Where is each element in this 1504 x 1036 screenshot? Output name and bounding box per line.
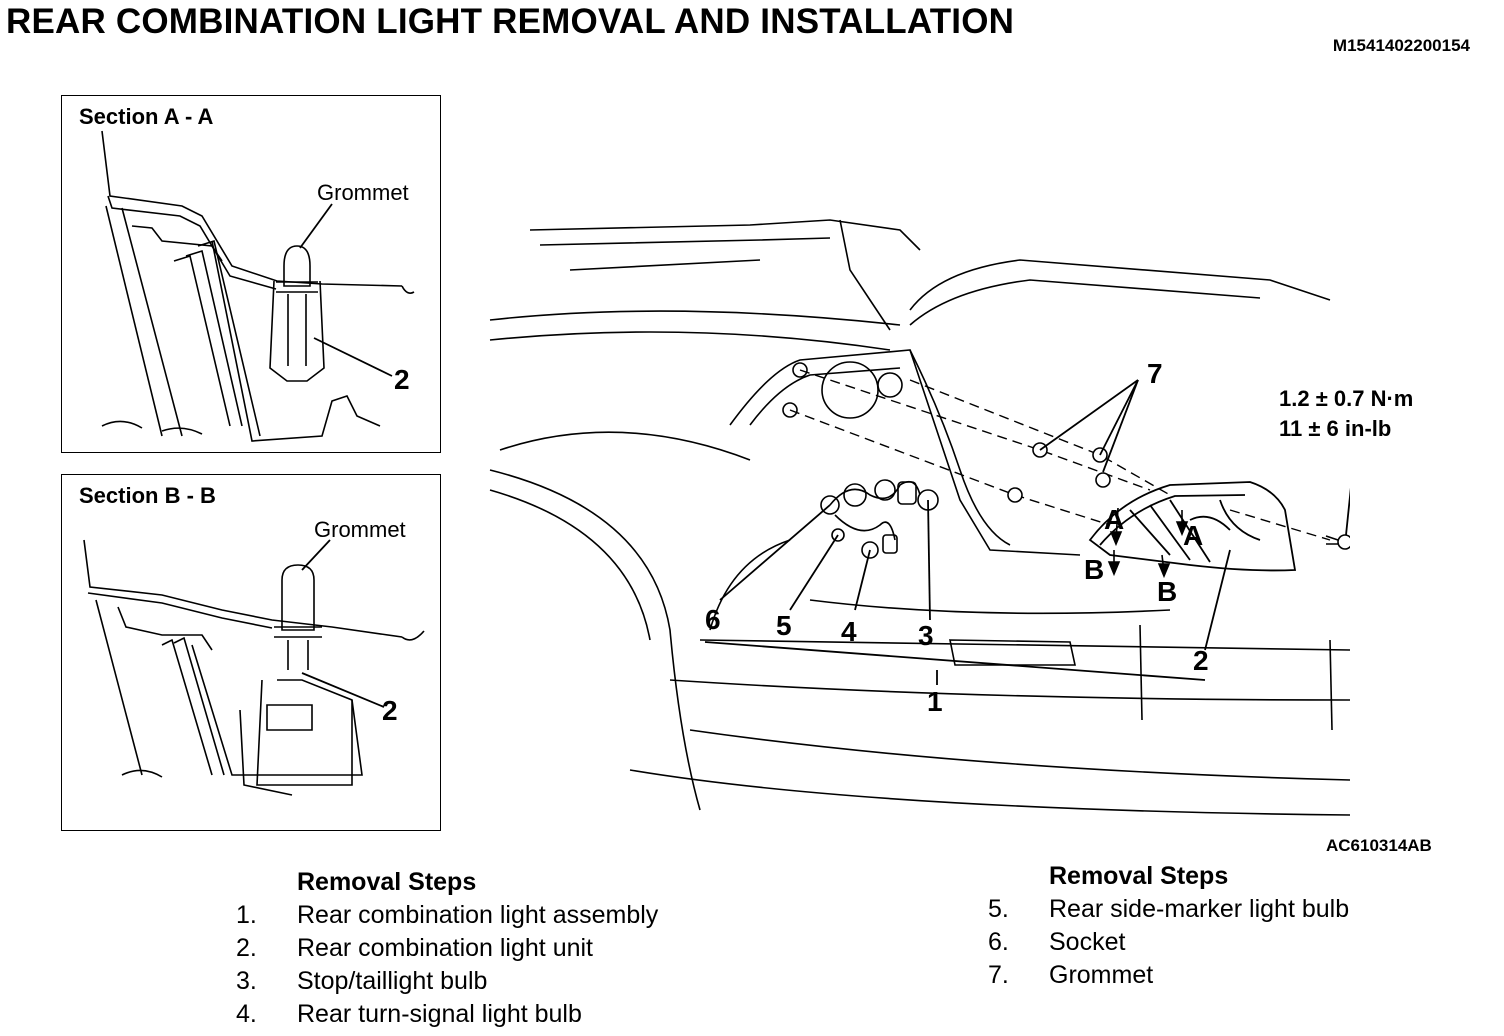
- section-b-grommet-label: Grommet: [314, 517, 406, 542]
- callout-7: 7: [1147, 358, 1163, 389]
- figure-id: AC610314AB: [1326, 836, 1432, 855]
- callout-6: 6: [705, 604, 721, 635]
- list-item: 7.Grommet: [988, 961, 1154, 989]
- torque-nm: 1.2 ± 0.7 N·m: [1279, 386, 1414, 411]
- turn-signal-bulb-icon: [861, 541, 879, 559]
- section-mark-b-right: B: [1157, 576, 1178, 607]
- screw-icon: [1325, 534, 1350, 550]
- section-mark-b-left: B: [1084, 554, 1105, 585]
- alignment-lines: [789, 369, 1331, 541]
- list-item: 4.Rear turn-signal light bulb: [236, 1000, 582, 1028]
- section-a-part-label: 2: [394, 364, 410, 395]
- callout-5: 5: [776, 610, 792, 641]
- page-title: REAR COMBINATION LIGHT REMOVAL AND INSTA…: [6, 2, 1015, 41]
- vehicle-body-outline: [489, 219, 1350, 816]
- connector-icon: [897, 481, 917, 505]
- callout-leaders: [704, 379, 1350, 685]
- section-arrows: [1107, 507, 1189, 579]
- removal-steps-heading: Removal Steps: [297, 868, 477, 896]
- removal-steps-right: Removal Steps 5.Rear side-marker light b…: [988, 860, 1349, 992]
- list-item: 1.Rear combination light assembly: [236, 901, 659, 929]
- list-item: 6.Socket: [988, 928, 1126, 956]
- bulb-icon: [843, 483, 867, 507]
- grommet-icons: [1007, 442, 1111, 503]
- section-b-drawing: [83, 539, 425, 796]
- callout-1: 1: [927, 686, 943, 717]
- side-marker-bulb-icon: [831, 528, 845, 542]
- callout-4: 4: [841, 616, 857, 647]
- list-item: 5.Rear side-marker light bulb: [988, 895, 1350, 923]
- section-mark-a-left: A: [1104, 504, 1125, 535]
- document-id: M1541402200154: [1332, 36, 1470, 55]
- torque-inlb: 11 ± 6 in-lb: [1279, 416, 1392, 441]
- rear-combination-light-unit: [1088, 481, 1297, 572]
- section-a-title: Section A - A: [79, 104, 214, 129]
- main-exploded-view: [489, 219, 1350, 816]
- section-b-panel: Section B - B Grommet 2: [61, 474, 441, 831]
- section-mark-a-right: A: [1183, 520, 1204, 551]
- callout-3: 3: [918, 620, 934, 651]
- callout-2: 2: [1193, 645, 1209, 676]
- removal-steps-heading: Removal Steps: [1049, 862, 1229, 890]
- removal-steps-left: Removal Steps 1.Rear combination light a…: [236, 866, 658, 1031]
- torque-spec: 1.2 ± 0.7 N·m 11 ± 6 in-lb: [1279, 384, 1413, 444]
- socket-icon: [820, 495, 840, 515]
- section-b-title: Section B - B: [79, 483, 216, 508]
- section-b-part-label: 2: [382, 695, 398, 726]
- list-item: 3.Stop/taillight bulb: [236, 967, 488, 995]
- section-a-panel: Section A - A Grommet 2: [61, 95, 441, 453]
- section-a-grommet-label: Grommet: [317, 180, 409, 205]
- section-a-drawing: [101, 130, 415, 442]
- wiring-harness: [820, 479, 939, 559]
- list-item: 2.Rear combination light unit: [236, 934, 593, 962]
- bulb-icon: [874, 479, 896, 501]
